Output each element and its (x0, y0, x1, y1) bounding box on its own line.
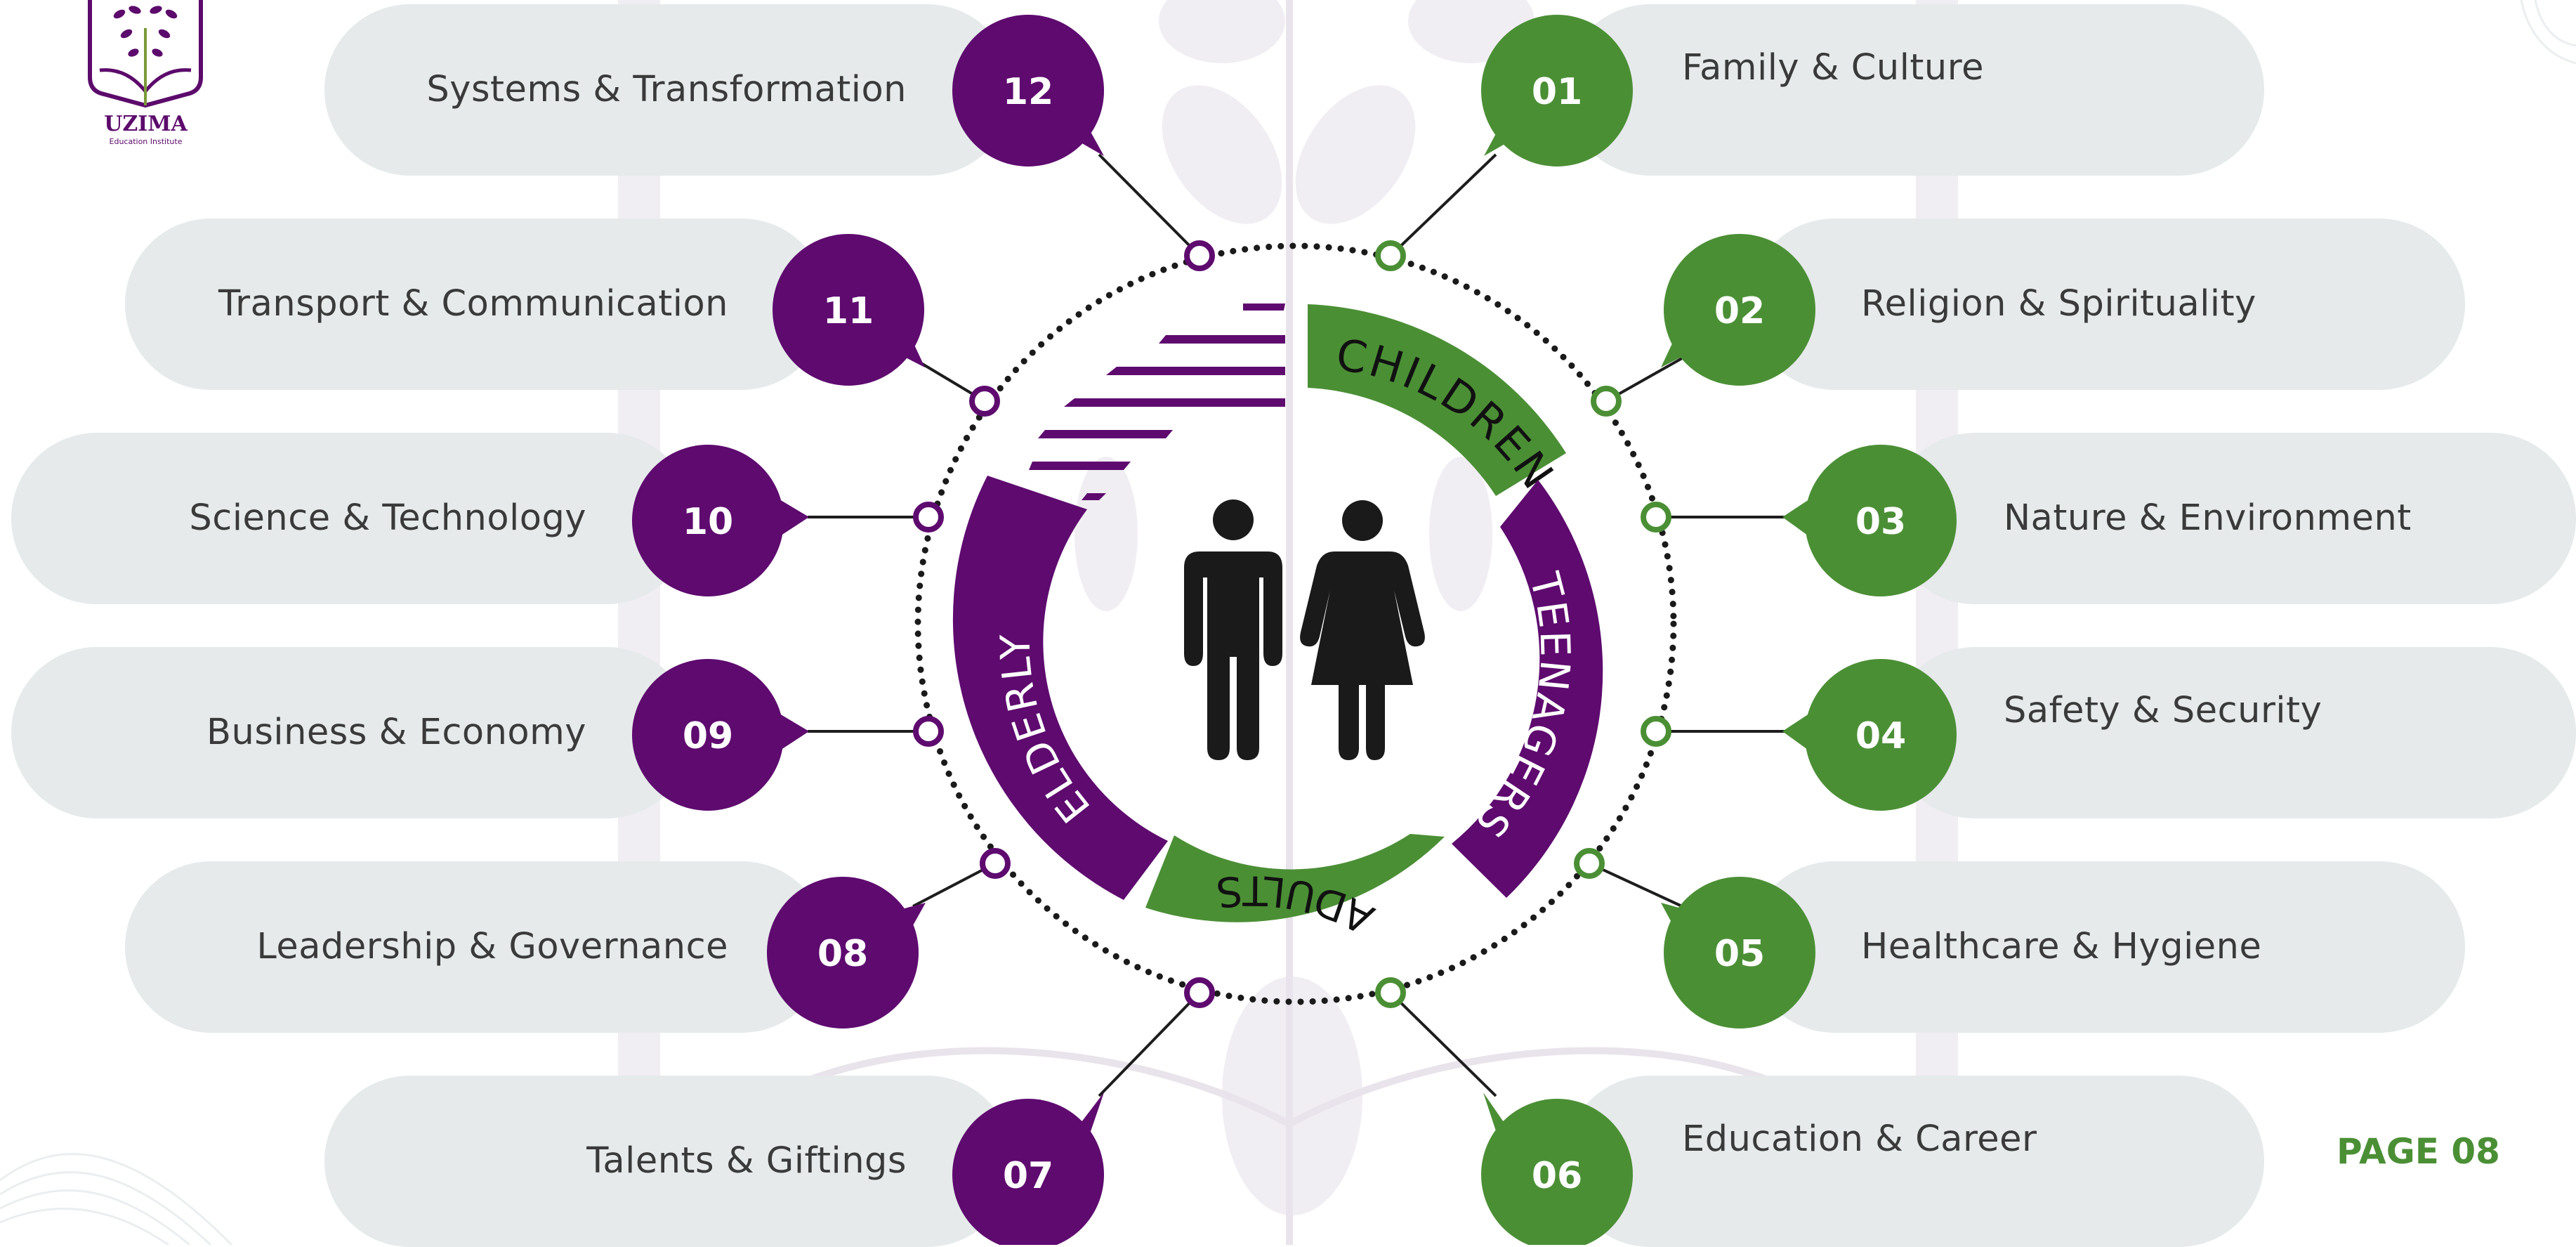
bubble-number-11: 11 (823, 290, 874, 332)
ring-node-04 (1641, 716, 1671, 747)
topic-label-09: Business & Economy (206, 712, 586, 753)
connector-05 (1589, 862, 1683, 908)
topic-label-06: Education & Career (1682, 1118, 2037, 1160)
bubble-04 (1805, 659, 1957, 811)
connector-12 (1098, 153, 1201, 257)
topic-label-08: Leadership & Governance (256, 926, 728, 967)
ring-node-07 (1184, 977, 1215, 1008)
bubble-number-04: 04 (1855, 715, 1906, 757)
bubble-02 (1664, 234, 1815, 386)
man-icon (1184, 500, 1282, 760)
page-number: PAGE 08 (2337, 1131, 2500, 1172)
ring-node-11 (969, 386, 1000, 417)
bubble-number-06: 06 (1532, 1155, 1582, 1197)
topic-pill-05 (1749, 861, 2465, 1033)
logo-subtitle: Education Institute (109, 137, 183, 146)
topic-label-12: Systems & Transformation (426, 69, 907, 110)
woman-icon (1300, 500, 1425, 760)
connector-01 (1389, 153, 1497, 257)
ring-node-08 (980, 848, 1011, 879)
bubble-11 (773, 234, 924, 386)
bubble-number-07: 07 (1003, 1155, 1053, 1197)
ring-node-05 (1574, 848, 1605, 879)
bubble-number-02: 02 (1714, 290, 1765, 332)
topic-pill-04 (1889, 647, 2576, 818)
bubble-09 (632, 659, 784, 811)
ring-node-06 (1375, 977, 1406, 1008)
topic-pill-10 (11, 433, 692, 604)
topic-pill-09 (11, 647, 692, 818)
green-bubbles (1481, 15, 1957, 1245)
adults-arc (1145, 834, 1445, 922)
striped-quadrant (1029, 303, 1285, 500)
topic-pill-01 (1565, 4, 2264, 176)
topic-pill-08 (125, 861, 827, 1033)
topic-pill-02 (1749, 218, 2465, 390)
children-arc (1308, 304, 1566, 496)
bubble-05 (1664, 877, 1815, 1029)
ring-node-03 (1641, 502, 1671, 533)
bubble-01 (1481, 15, 1633, 167)
topic-label-07: Talents & Giftings (586, 1140, 907, 1182)
uzima-logo (88, 0, 203, 108)
ring-node-12 (1184, 240, 1215, 271)
topic-pill-11 (125, 218, 827, 390)
dotted-outer-circle (914, 242, 1677, 1005)
connector-07 (1098, 991, 1201, 1097)
bubble-07 (952, 1099, 1104, 1245)
purple-bubbles (632, 15, 1104, 1245)
bubble-06 (1481, 1099, 1633, 1245)
topic-pill-07 (324, 1076, 1013, 1247)
bubble-number-05: 05 (1714, 933, 1765, 975)
teenagers-arc (1452, 480, 1603, 898)
topic-label-01: Family & Culture (1682, 47, 1984, 89)
ring-node-10 (913, 502, 944, 533)
elderly-arc (952, 476, 1168, 900)
bubble-12 (952, 15, 1104, 167)
topic-pill-12 (324, 4, 1013, 176)
topic-label-05: Healthcare & Hygiene (1861, 926, 2262, 967)
topic-label-04: Safety & Security (2004, 690, 2322, 731)
bubble-number-01: 01 (1532, 71, 1582, 113)
bubble-number-10: 10 (683, 501, 733, 543)
ring-node-09 (913, 716, 944, 747)
ring-node-01 (1375, 240, 1406, 271)
bubble-03 (1805, 445, 1957, 596)
bubble-number-12: 12 (1003, 71, 1053, 113)
logo-name: UZIMA (104, 112, 188, 136)
topic-pill-03 (1889, 433, 2576, 604)
topic-label-02: Religion & Spirituality (1861, 283, 2256, 325)
bubble-number-03: 03 (1855, 501, 1906, 543)
topic-pill-06 (1565, 1076, 2264, 1247)
topic-label-03: Nature & Environment (2004, 497, 2412, 539)
bubble-number-09: 09 (683, 715, 733, 757)
topic-label-10: Science & Technology (189, 497, 586, 539)
connector-06 (1389, 991, 1497, 1097)
bubble-10 (632, 445, 784, 596)
bubble-08 (767, 877, 919, 1029)
topic-label-11: Transport & Communication (218, 283, 728, 325)
ring-node-02 (1591, 386, 1622, 417)
bubble-number-08: 08 (817, 933, 868, 975)
elderly-label: ELDERLY (992, 632, 1100, 832)
